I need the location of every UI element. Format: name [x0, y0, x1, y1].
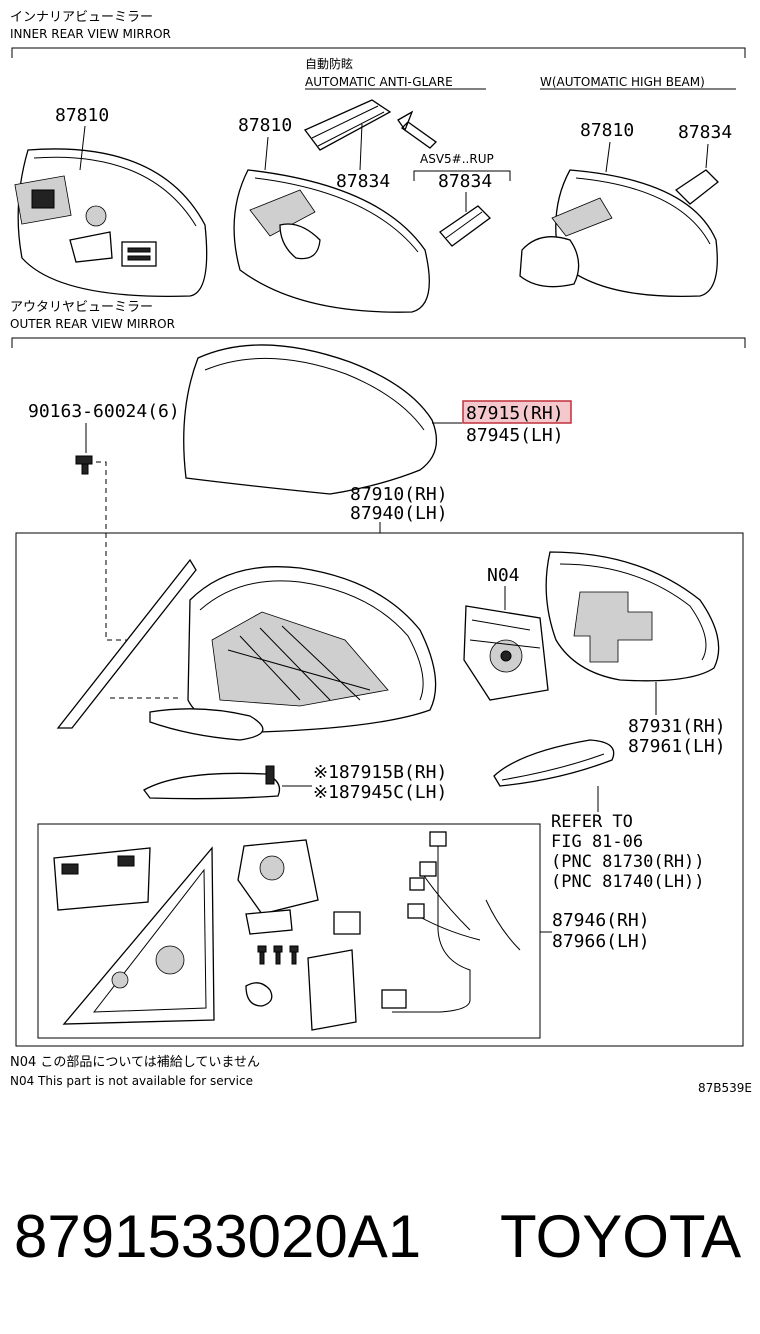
- label-assy-rh: 87910(RH): [350, 484, 448, 505]
- inner-mirror-high-beam: [519, 169, 719, 298]
- outer-section-bracket: [11, 337, 746, 348]
- refer-line-4: (PNC 81740(LH)): [551, 872, 705, 892]
- refer-line-2: FIG 81-06: [551, 832, 643, 852]
- inner-section-bracket: [11, 47, 746, 58]
- refer-line-3: (PNC 81730(RH)): [551, 852, 705, 872]
- highlight-box: [462, 400, 572, 424]
- label-87834-b: 87834: [336, 171, 390, 192]
- asv-note: ASV5#..RUP: [420, 152, 494, 166]
- leader-87810-c: [605, 141, 611, 173]
- label-wire-rh: 87946(RH): [552, 910, 650, 931]
- label-cover-c-lh: ※187945C(LH): [313, 782, 447, 803]
- label-cover-rh: 87915(RH): [466, 403, 564, 424]
- refer-line-1: REFER TO: [551, 812, 633, 832]
- inner-title-jp: インナリアビューミラー: [10, 10, 153, 25]
- assembly-frame: [15, 532, 744, 1047]
- label-glass-lh: 87961(LH): [628, 736, 726, 757]
- kit-frame: [37, 823, 541, 1039]
- outer-title-en: OUTER REAR VIEW MIRROR: [10, 317, 175, 331]
- note-n04-jp: N04 この部品については補給していません: [10, 1055, 260, 1070]
- label-87810-b: 87810: [238, 115, 292, 136]
- label-glass-rh: 87931(RH): [628, 716, 726, 737]
- footer-part-number: 8791533020A1: [14, 1203, 421, 1270]
- turn-signal-lamp: [493, 739, 615, 787]
- label-87834-asv: 87834: [438, 171, 492, 192]
- outer-title-jp: アウタリヤビューミラー: [10, 300, 153, 315]
- anti-glare-label-en: AUTOMATIC ANTI-GLARE: [305, 75, 453, 89]
- leader-87834-c: [705, 143, 709, 169]
- footer-brand: TOYOTA: [500, 1203, 741, 1270]
- mirror-glass: [545, 551, 720, 682]
- mirror-actuator: [463, 605, 549, 701]
- leader-87810-a: [79, 125, 86, 171]
- label-cover-lh: 87945(LH): [466, 425, 564, 446]
- leader-87810-b: [264, 136, 269, 171]
- anti-glare-label-jp: 自動防眩: [305, 56, 353, 71]
- label-assy-lh: 87940(LH): [350, 503, 448, 524]
- inner-title-en: INNER REAR VIEW MIRROR: [10, 27, 171, 41]
- mirror-cover-edge: [204, 357, 425, 431]
- screw-dashed-guide: [96, 461, 136, 641]
- label-n04: N04: [487, 565, 520, 586]
- asv-clip-edge: [445, 211, 483, 239]
- label-87810-a: 87810: [55, 105, 109, 126]
- mirror-housing: [56, 558, 437, 741]
- turn-signal-lamp-edge: [501, 753, 605, 781]
- asv-clip: [439, 205, 491, 247]
- leader-87834-b: [359, 123, 363, 171]
- asv-bracket: [413, 170, 511, 181]
- drawing-code: 87B539E: [698, 1081, 752, 1095]
- label-screw: 90163-60024(6): [28, 401, 180, 422]
- label-87810-c: 87810: [580, 120, 634, 141]
- inner-mirror-standard: [14, 148, 208, 297]
- direction-arrow: [397, 110, 438, 149]
- kit-parts: [53, 831, 521, 1031]
- screw-icon: [75, 455, 93, 475]
- mirror-cover: [183, 344, 438, 495]
- inner-mirror-anti-glare: [233, 99, 430, 313]
- label-wire-lh: 87966(LH): [552, 931, 650, 952]
- label-cover-b-rh: ※187915B(RH): [313, 762, 447, 783]
- mirror-cover-b-clip: [265, 765, 275, 785]
- label-87834-c: 87834: [678, 122, 732, 143]
- mirror-cover-b: [143, 772, 281, 800]
- note-n04-en: N04 This part is not available for servi…: [10, 1074, 253, 1088]
- high-beam-label: W(AUTOMATIC HIGH BEAM): [540, 75, 705, 89]
